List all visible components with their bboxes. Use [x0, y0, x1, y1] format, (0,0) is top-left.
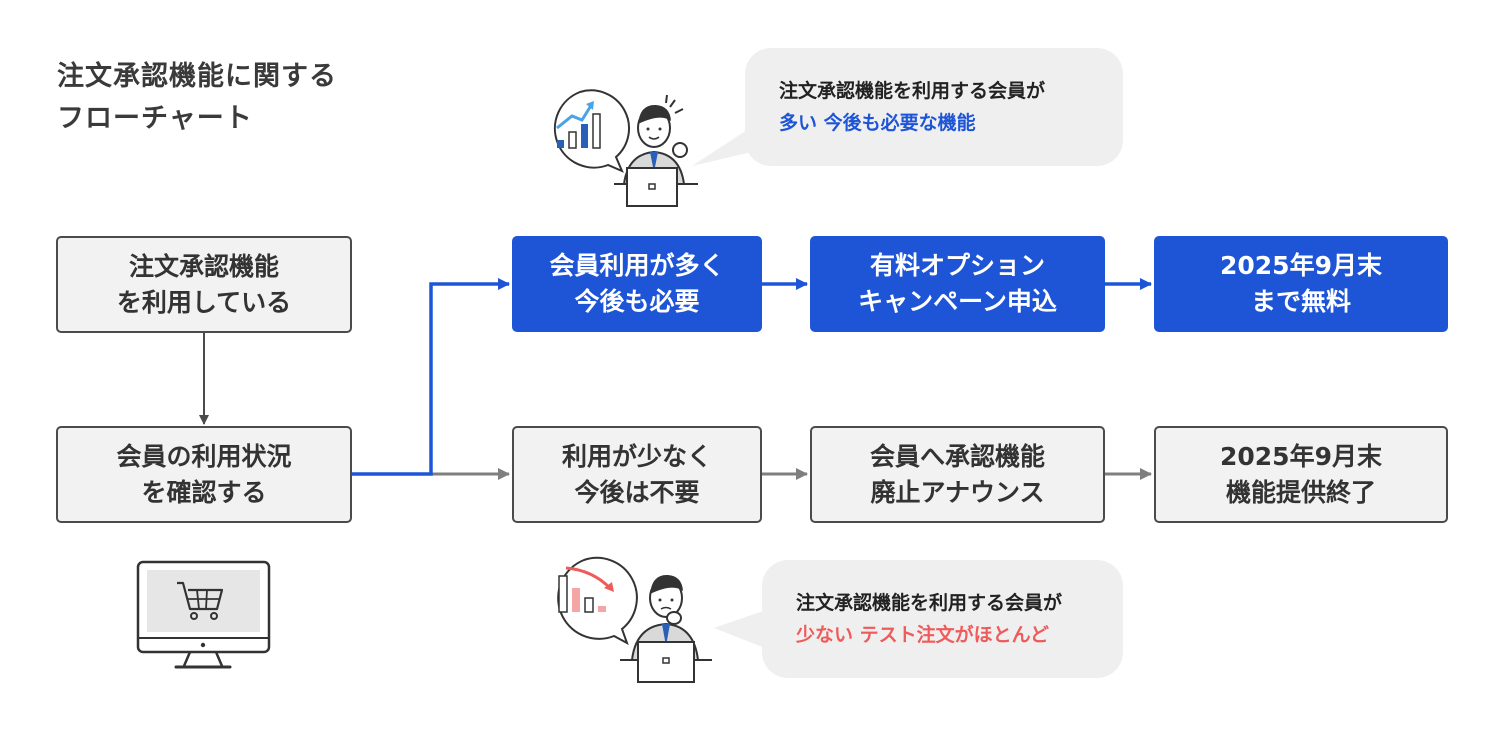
- box-high-usage: 会員利用が多く 今後も必要: [512, 236, 762, 332]
- bubble-bottom-highlight: 少ない テスト注文がほとんど: [796, 624, 1050, 646]
- box-low-line1: 利用が少なく: [561, 441, 712, 471]
- box-low-usage: 利用が少なく 今後は不要: [512, 426, 762, 523]
- page-title-line-2: フローチャート: [57, 103, 253, 134]
- bubble-top-tail: [692, 128, 760, 166]
- box-end-line2: 機能提供終了: [1225, 477, 1376, 507]
- speech-bubble-bottom: 注文承認機能を利用する会員が 少ない テスト注文がほとんど: [762, 560, 1123, 678]
- box-high-line1: 会員利用が多く: [549, 251, 725, 280]
- box-end-service: 2025年9月末 機能提供終了: [1154, 426, 1448, 523]
- box-low-line2: 今後は不要: [574, 477, 700, 507]
- page-title-line-1: 注文承認機能に関する: [57, 61, 337, 92]
- box-check-line2: を確認する: [141, 477, 267, 507]
- box-announce-line2: 廃止アナウンス: [870, 477, 1045, 507]
- box-free-until: 2025年9月末 まで無料: [1154, 236, 1448, 332]
- box-end-line1: 2025年9月末: [1220, 441, 1382, 471]
- bubble-bottom-line1: 注文承認機能を利用する会員が: [796, 592, 1063, 614]
- bubble-bottom-tail: [714, 610, 770, 650]
- box-free-line1: 2025年9月末: [1220, 251, 1382, 280]
- arrow-check-to-high: [352, 278, 510, 476]
- box-announce: 会員へ承認機能 廃止アナウンス: [810, 426, 1105, 523]
- speech-bubble-top: 注文承認機能を利用する会員が 多い 今後も必要な機能: [745, 48, 1123, 166]
- box-campaign-line2: キャンペーン申込: [858, 287, 1057, 316]
- box-campaign: 有料オプション キャンペーン申込: [810, 236, 1105, 332]
- box-free-line2: まで無料: [1250, 287, 1351, 316]
- bubble-top-highlight: 多い 今後も必要な機能: [779, 112, 976, 134]
- box-check-usage: 会員の利用状況 を確認する: [56, 426, 352, 523]
- bubble-top-line1: 注文承認機能を利用する会員が: [779, 80, 1046, 102]
- box-high-line2: 今後も必要: [574, 287, 700, 316]
- box-start-line1: 注文承認機能: [128, 251, 279, 281]
- box-campaign-line1: 有料オプション: [869, 251, 1045, 280]
- box-start: 注文承認機能 を利用している: [56, 236, 352, 333]
- box-start-line2: を利用している: [116, 287, 292, 317]
- box-announce-line1: 会員へ承認機能: [869, 441, 1045, 471]
- box-check-line1: 会員の利用状況: [116, 441, 292, 471]
